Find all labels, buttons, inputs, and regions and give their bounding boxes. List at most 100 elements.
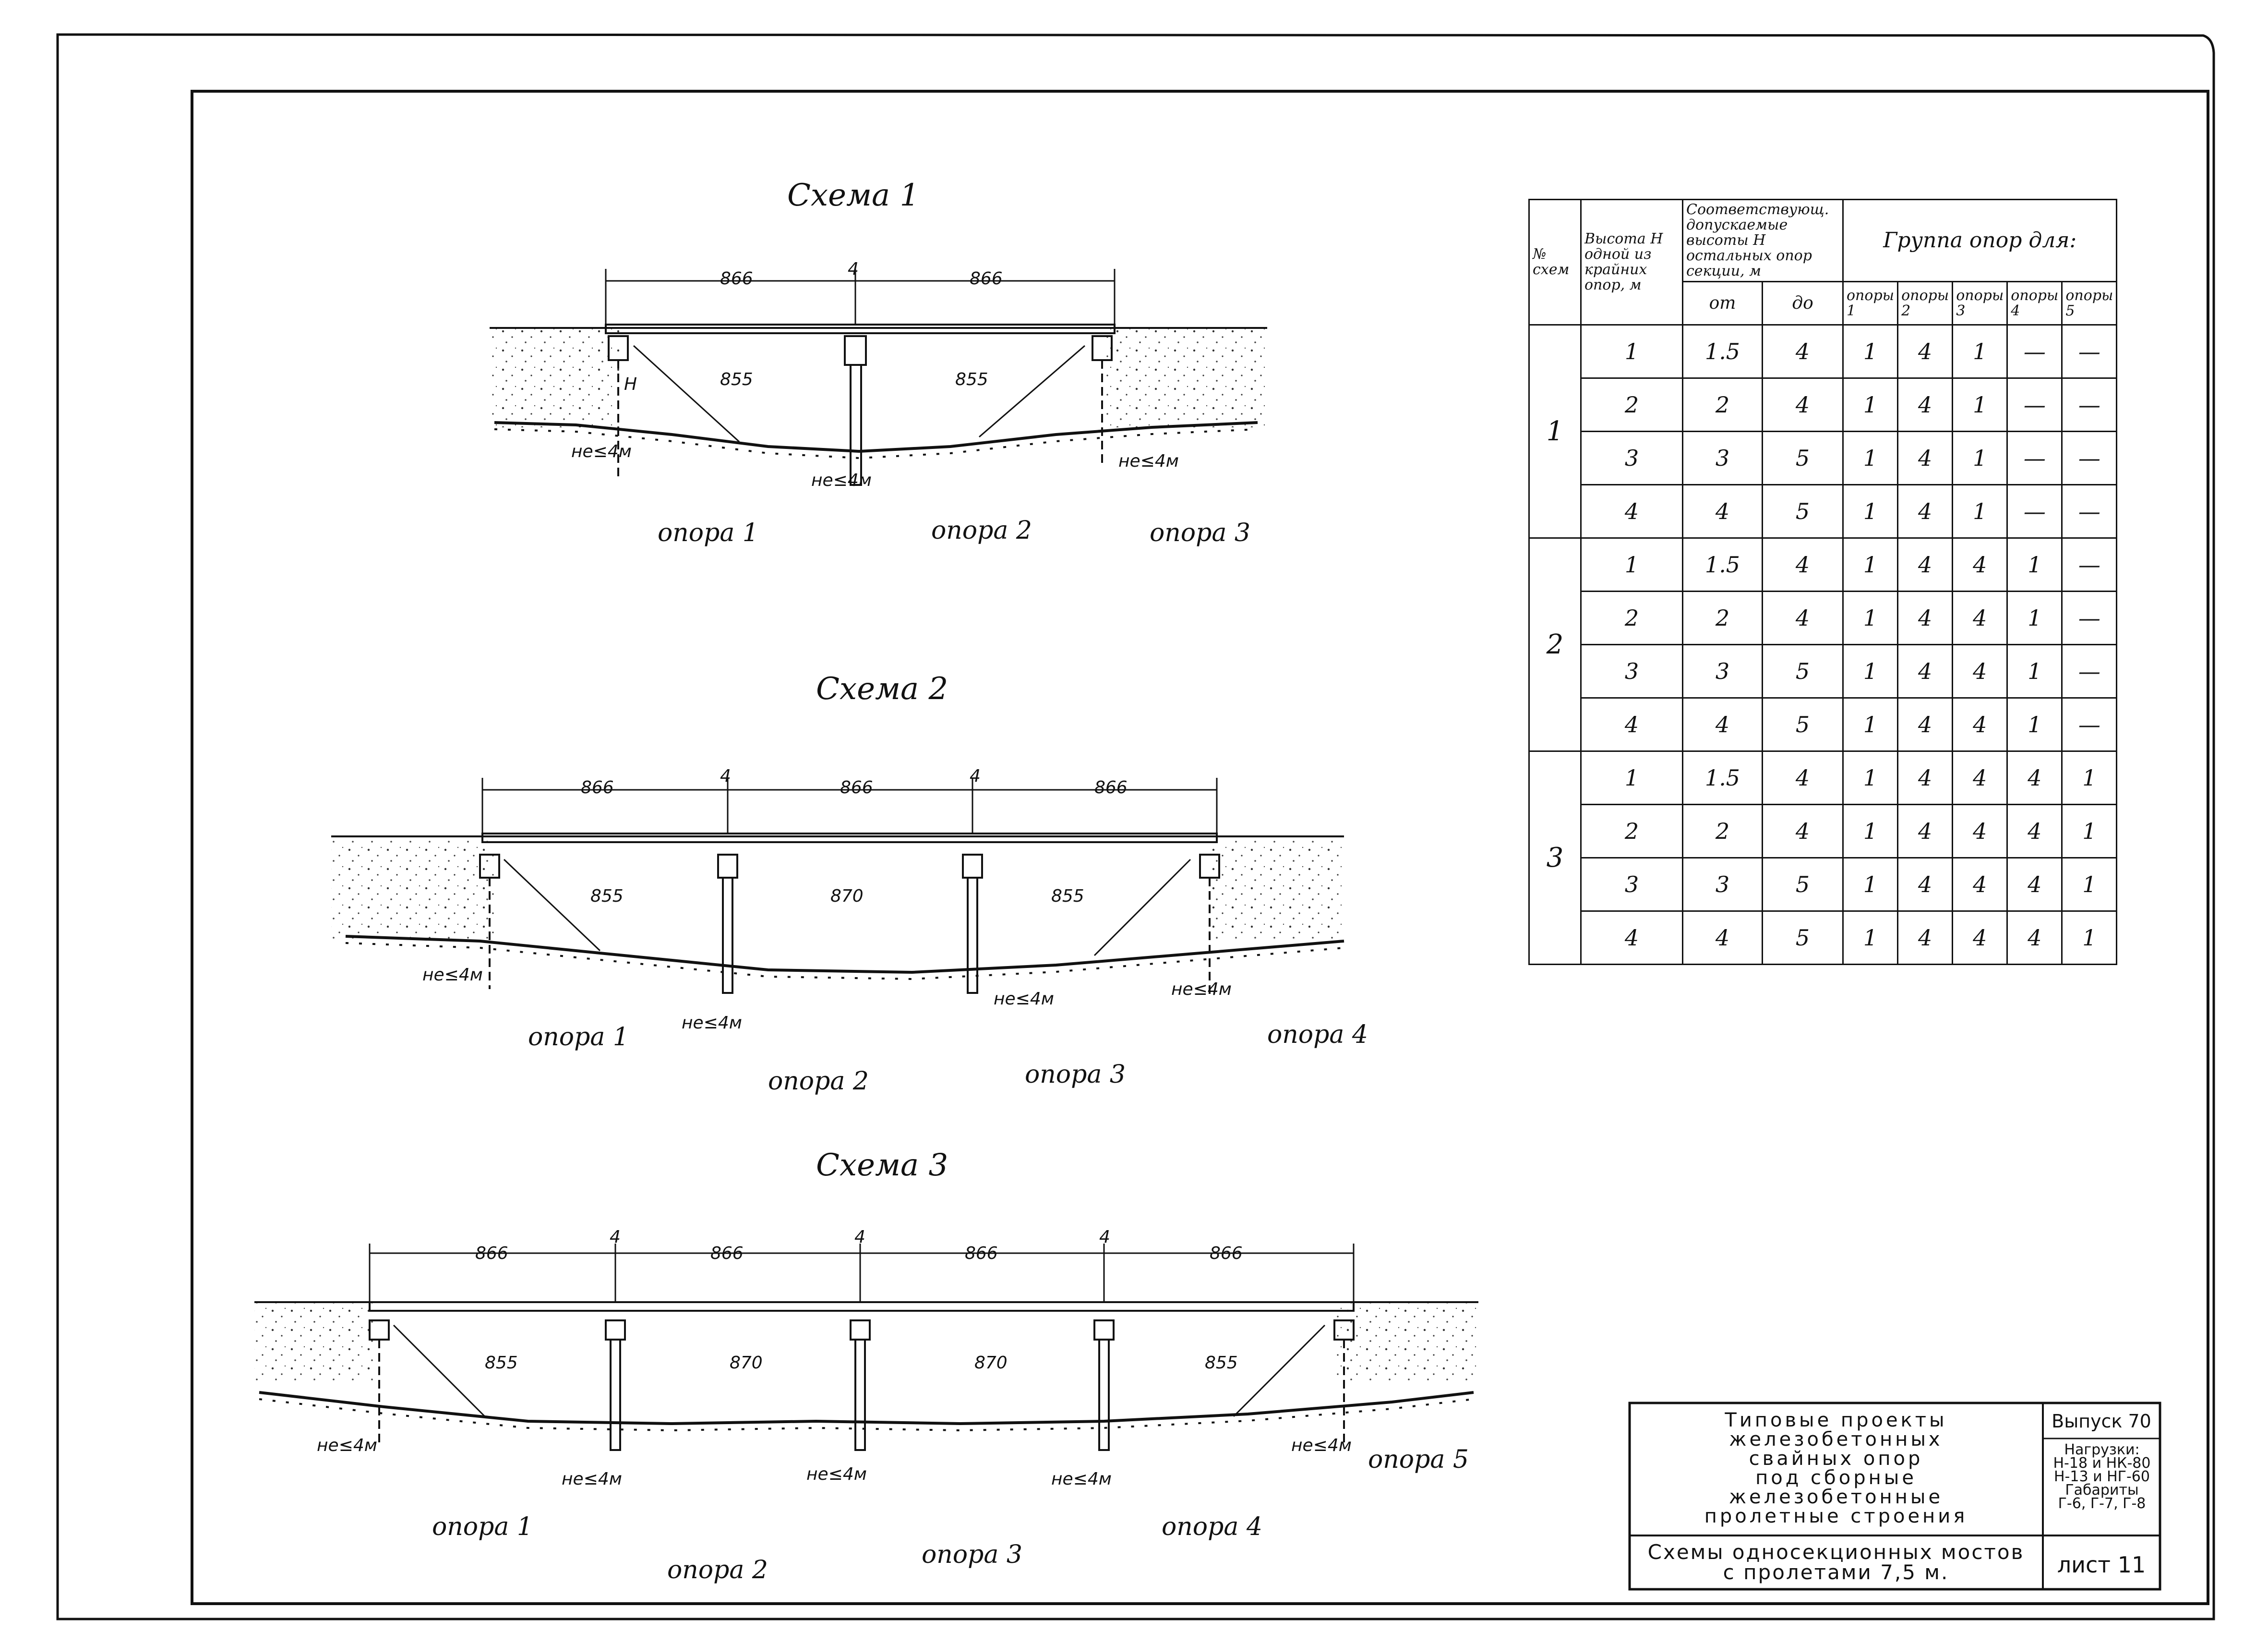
table-cell: 5 xyxy=(1762,484,1844,539)
table-cell: 1 xyxy=(1842,377,1899,432)
table-cell: 4 xyxy=(1952,910,2008,965)
sheet-frame xyxy=(56,33,2215,1620)
scheme-2-pile-label: не≤4м xyxy=(422,965,483,985)
table-cell: — xyxy=(2061,377,2118,432)
scheme-1-drawing xyxy=(490,269,1267,486)
scheme-2-support-label: опора 4 xyxy=(1267,1020,1368,1049)
stamp-loads-line: Н-13 и НГ-60 xyxy=(2054,1468,2150,1485)
scheme-3-title: Схема 3 xyxy=(816,1148,948,1183)
scheme-3-pile-label: не≤4м xyxy=(806,1464,867,1484)
table-cell: 4 xyxy=(1897,750,1954,805)
table-cell: 4 xyxy=(1762,750,1844,805)
header-support-4: опоры 4 xyxy=(2006,281,2063,326)
table-cell: 1 xyxy=(1580,324,1683,379)
table-cell: 5 xyxy=(1762,431,1844,485)
stamp-title-line: свайных опор xyxy=(1749,1448,1923,1470)
table-cell: 1 xyxy=(1842,537,1899,592)
header-to: до xyxy=(1762,281,1844,326)
table-cell: 1 xyxy=(1842,697,1899,752)
table-cell: — xyxy=(2006,484,2063,539)
scheme-3-support-label: опора 5 xyxy=(1368,1445,1469,1474)
table-cell: — xyxy=(2006,377,2063,432)
scheme-3-span-inner: 870 xyxy=(730,1353,763,1373)
stamp-title-line: железобетонные xyxy=(1728,1486,1944,1508)
table-cell: 4 xyxy=(1580,484,1683,539)
stamp-title-line: под сборные xyxy=(1755,1467,1917,1489)
table-cell: 4 xyxy=(1952,804,2008,858)
title-block-lines xyxy=(1628,1402,2161,1591)
table-cell: 1 xyxy=(1952,377,2008,432)
table-cell: 1 xyxy=(2061,804,2118,858)
table-cell: 4 xyxy=(1897,644,1954,699)
scheme-2-span-inner: 855 xyxy=(590,886,624,906)
support-group-table: № схем Высота Н одной из крайних опор, м… xyxy=(1528,199,2118,965)
table-cell: 3 xyxy=(1682,644,1763,699)
stamp-loads-line: Н-18 и НК-80 xyxy=(2053,1455,2151,1472)
table-cell: 4 xyxy=(1897,537,1954,592)
scheme-3-pile-label: не≤4м xyxy=(1051,1469,1112,1489)
scheme-3-support-label: опора 2 xyxy=(667,1556,768,1584)
scheme-2-support-label: опора 3 xyxy=(1025,1060,1126,1089)
header-from: от xyxy=(1682,281,1763,326)
scheme-1-span-top: 866 xyxy=(970,269,1003,289)
stamp-title-line: пролетные строения xyxy=(1704,1505,1968,1527)
scheme-3-pile-label: не≤4м xyxy=(1291,1436,1352,1455)
table-cell: 4 xyxy=(1952,537,2008,592)
table-cell: 4 xyxy=(1682,697,1763,752)
scheme-2-support-label: опора 1 xyxy=(528,1023,629,1052)
scheme-2-pile-label: не≤4м xyxy=(682,1013,742,1033)
table-cell: 4 xyxy=(2006,857,2063,912)
table-cell: — xyxy=(2061,591,2118,645)
table-cell: 3 xyxy=(1682,431,1763,485)
scheme-1-h-label: Н xyxy=(624,375,637,394)
scheme-3-support-label: опора 1 xyxy=(432,1512,533,1541)
table-cell: 1 xyxy=(1842,910,1899,965)
table-cell: 1.5 xyxy=(1682,537,1763,592)
table-cell: 1 xyxy=(1952,484,2008,539)
table-cell: 1 xyxy=(1952,431,2008,485)
stamp-project-title: Типовые проекты железобетонных свайных о… xyxy=(1634,1411,2038,1526)
table-cell: 4 xyxy=(1952,697,2008,752)
table-cell: 4 xyxy=(1952,591,2008,645)
table-cell: — xyxy=(2061,697,2118,752)
table-cell: 4 xyxy=(1682,910,1763,965)
table-cell: 1 xyxy=(2061,910,2118,965)
table-cell: 2 xyxy=(1682,591,1763,645)
table-cell: 1 xyxy=(1842,431,1899,485)
scheme-1-pile-label: не≤4м xyxy=(1118,451,1179,471)
scheme-3-span-inner: 870 xyxy=(974,1353,1008,1373)
table-cell: 1 xyxy=(1842,644,1899,699)
table-cell: — xyxy=(2061,431,2118,485)
table-cell: 1 xyxy=(2006,537,2063,592)
table-cell: 4 xyxy=(1762,377,1844,432)
table-cell: 4 xyxy=(2006,750,2063,805)
scheme-1-support-label: опора 2 xyxy=(931,516,1032,545)
table-cell: 1 xyxy=(2061,750,2118,805)
scheme-1-title: Схема 1 xyxy=(787,178,920,213)
table-cell: 4 xyxy=(1897,697,1954,752)
scheme-number-cell: 3 xyxy=(1528,750,1582,965)
header-height: Высота Н одной из крайних опор, м xyxy=(1580,199,1683,326)
table-cell: 5 xyxy=(1762,857,1844,912)
table-cell: 4 xyxy=(1762,537,1844,592)
header-support-5: опоры 5 xyxy=(2061,281,2118,326)
table-cell: 4 xyxy=(1897,484,1954,539)
table-cell: — xyxy=(2061,644,2118,699)
header-scheme-no: № схем xyxy=(1528,199,1582,326)
scheme-3-span-top: 866 xyxy=(965,1244,998,1263)
scheme-number-cell: 2 xyxy=(1528,537,1582,752)
table-cell: 2 xyxy=(1580,377,1683,432)
scheme-3-span-top: 866 xyxy=(710,1244,744,1263)
scheme-3-support-label: опора 4 xyxy=(1162,1512,1263,1541)
scheme-2-pile-label: не≤4м xyxy=(1171,979,1232,999)
table-cell: 1 xyxy=(1842,857,1899,912)
scheme-1-pile-label: не≤4м xyxy=(571,442,632,461)
